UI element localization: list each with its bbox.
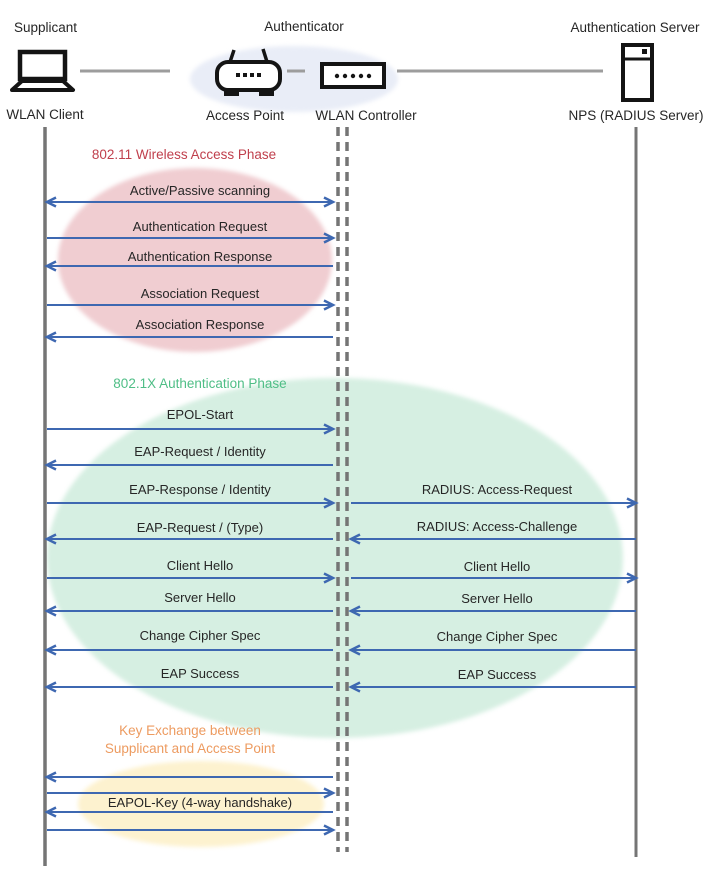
message-arrow [348, 681, 636, 693]
message-arrow [47, 232, 336, 244]
role-authentication-server: Authentication Server [570, 20, 700, 35]
access-point-icon [215, 48, 282, 96]
phase3-ellipse [78, 761, 324, 847]
message-arrow [44, 806, 333, 818]
message-arrow [44, 260, 333, 272]
role-authenticator: Authenticator [264, 19, 344, 34]
message-arrow [44, 459, 333, 471]
message-arrow [47, 423, 336, 435]
role-supplicant: Supplicant [14, 20, 78, 35]
laptop-icon [10, 49, 75, 92]
message-arrow [44, 533, 333, 545]
phase1-title: 802.11 Wireless Access Phase [91, 147, 277, 162]
message-arrow [47, 572, 336, 584]
message-arrow [47, 787, 336, 799]
message-arrow [47, 824, 336, 836]
phase3-title-line1: Key Exchange between [119, 723, 261, 738]
device-label-access-point: Access Point [205, 108, 285, 123]
wlan-controller-icon [320, 62, 386, 89]
message-arrow [348, 533, 636, 545]
phase3-title-line2: Supplicant and Access Point [104, 741, 276, 756]
device-label-nps: NPS (RADIUS Server) [568, 108, 704, 123]
phase1-ellipse [58, 168, 332, 352]
message-arrow [44, 681, 333, 693]
message-arrow [44, 771, 333, 783]
message-arrow [348, 605, 636, 617]
phase2-title: 802.1X Authentication Phase [113, 376, 287, 391]
message-arrow [44, 331, 333, 343]
message-arrow [47, 497, 336, 509]
phase2-ellipse [47, 378, 623, 738]
message-arrow [44, 605, 333, 617]
device-label-wlan-client: WLAN Client [6, 107, 84, 122]
message-arrow [47, 299, 336, 311]
device-label-wlan-controller: WLAN Controller [315, 108, 417, 123]
message-arrow [351, 572, 639, 584]
server-icon [621, 43, 654, 102]
message-arrows [44, 196, 639, 836]
message-arrow [351, 497, 639, 509]
message-arrow [348, 644, 636, 656]
message-arrow [44, 196, 336, 208]
message-arrow [44, 644, 333, 656]
